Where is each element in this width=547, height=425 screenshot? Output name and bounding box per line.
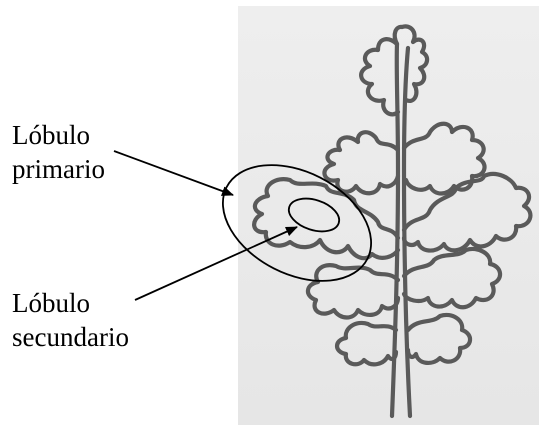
arrow-secondary-lobe <box>135 227 297 300</box>
leaf-apex-left-outline <box>361 39 398 114</box>
leaf-apex-outline <box>395 26 427 101</box>
leaf-right-lobe-middle <box>404 174 530 251</box>
leaf-stem-right-edge <box>404 48 410 416</box>
leaf-right-lobe-base <box>408 315 470 363</box>
leaf-left-lobe-base <box>337 323 396 364</box>
leaf-right-lobe-lower <box>404 249 500 307</box>
leaf-left-lobe-upper <box>324 132 398 193</box>
secondary-lobe-ellipse <box>285 193 344 238</box>
arrow-primary-lobe <box>114 151 233 195</box>
